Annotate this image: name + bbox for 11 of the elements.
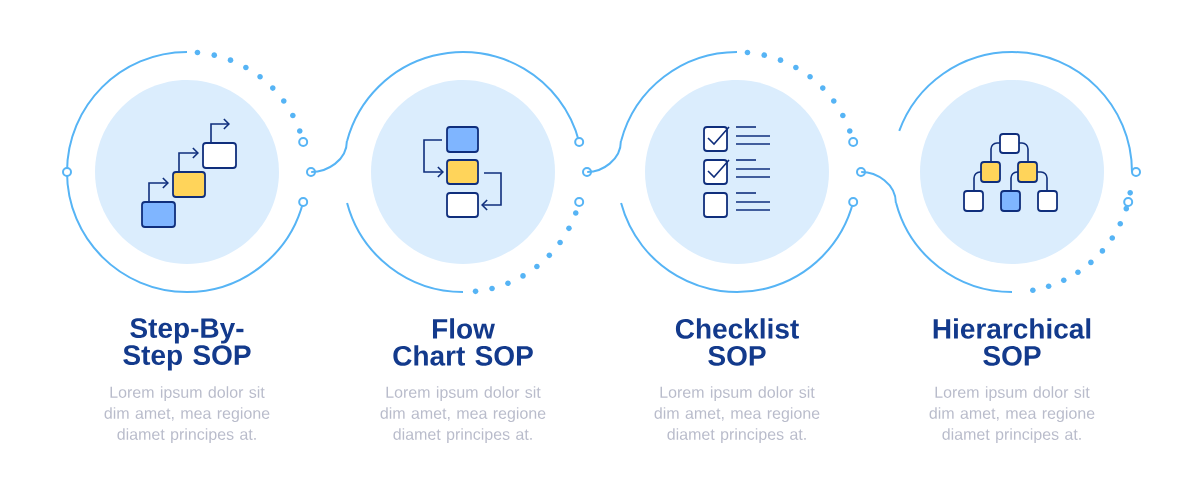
description-text: Lorem ipsum dolor sit dim amet, mea regione diamet principes at. — [104, 386, 270, 444]
step-heading: Flow Chart SOP — [393, 318, 533, 366]
connector-line — [860, 171, 897, 205]
step-heading: Checklist SOP — [675, 318, 799, 366]
description-text: Lorem ipsum dolor sit dim amet, mea regione diamet principes at. — [380, 386, 546, 444]
description-text: Lorem ipsum dolor sit dim amet, mea regione diamet principes at. — [654, 386, 820, 444]
step-heading: Hierarchical SOP — [933, 318, 1091, 366]
step-heading: Step-By-Step SOP — [123, 318, 251, 371]
description-text: Lorem ipsum dolor sit dim amet, mea regione diamet principes at. — [929, 386, 1095, 444]
connector-line — [586, 139, 622, 173]
connector-line — [310, 139, 348, 173]
